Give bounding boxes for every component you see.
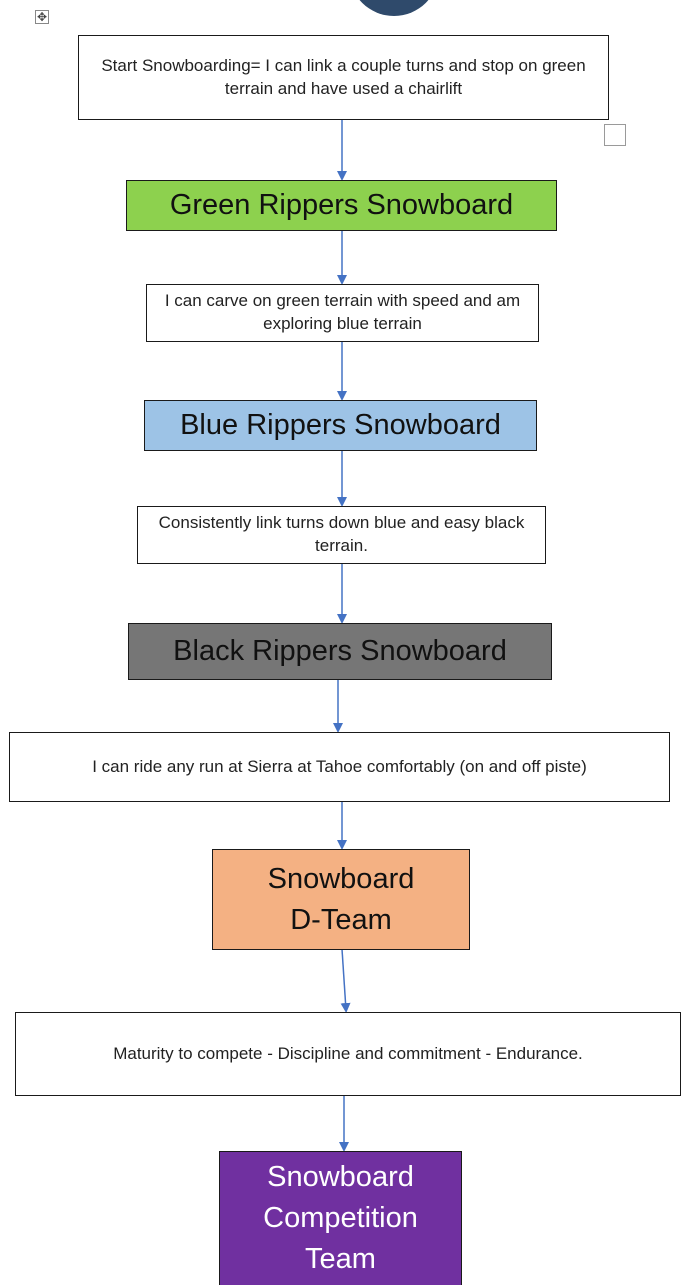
green-description-box: I can carve on green terrain with speed … [146, 284, 539, 342]
dteam-label-line1: Snowboard [267, 862, 415, 895]
competition-label-line3: Team [305, 1242, 376, 1275]
arrow-dteam-to-desc [340, 948, 351, 1013]
blue-rippers-box: Blue Rippers Snowboard [144, 400, 537, 451]
dteam-box: Snowboard D-Team [212, 849, 470, 950]
black-description-text: I can ride any run at Sierra at Tahoe co… [92, 756, 587, 776]
green-rippers-label: Green Rippers Snowboard [169, 189, 514, 222]
resize-handle[interactable] [604, 124, 626, 146]
black-rippers-label: Black Rippers Snowboard [173, 635, 507, 668]
dteam-label-line2: D-Team [290, 903, 392, 936]
competition-label-line1: Snowboard [267, 1161, 414, 1194]
dteam-description-text: Maturity to compete - Discipline and com… [113, 1043, 583, 1063]
black-description-box: I can ride any run at Sierra at Tahoe co… [9, 732, 670, 802]
dteam-description-box: Maturity to compete - Discipline and com… [15, 1012, 681, 1096]
start-description-box: Start Snowboarding= I can link a couple … [78, 35, 609, 120]
black-rippers-box: Black Rippers Snowboard [128, 623, 552, 680]
blue-rippers-label: Blue Rippers Snowboard [180, 409, 501, 442]
start-description-text: Start Snowboarding= I can link a couple … [101, 55, 586, 98]
move-arrows-icon[interactable]: ✥ [35, 10, 49, 24]
blue-description-text: Consistently link turns down blue and ea… [158, 513, 525, 555]
blue-description-box: Consistently link turns down blue and ea… [137, 506, 546, 564]
green-rippers-box: Green Rippers Snowboard [126, 180, 557, 231]
competition-team-box: Snowboard Competition Team [219, 1151, 462, 1285]
competition-label-line2: Competition [263, 1202, 418, 1235]
green-description-text: I can carve on green terrain with speed … [164, 291, 521, 333]
